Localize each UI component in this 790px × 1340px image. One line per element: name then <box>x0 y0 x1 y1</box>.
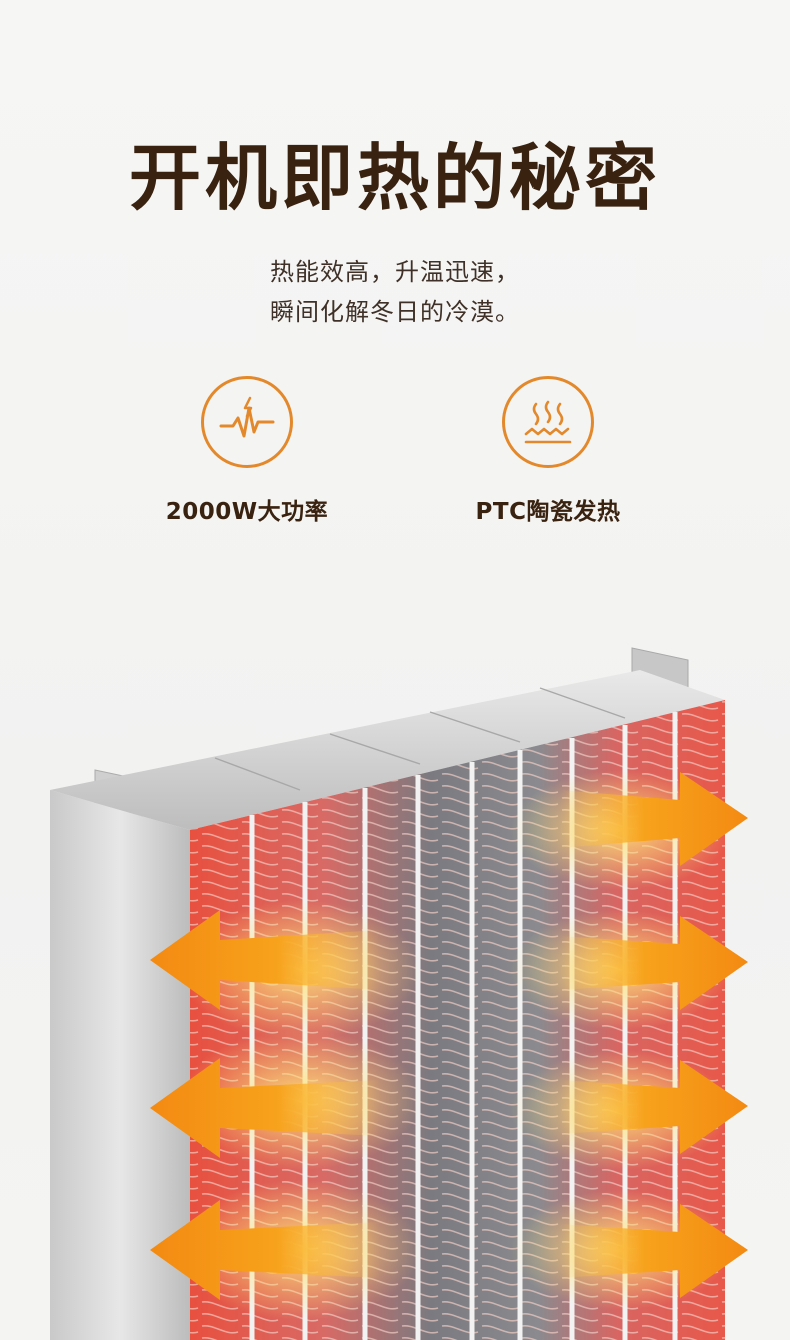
arrow-right-4 <box>560 1204 748 1298</box>
feature-power: 2000W大功率 <box>117 376 377 532</box>
power-pulse-icon-svg <box>219 396 275 438</box>
page-title: 开机即热的秘密 <box>128 136 661 220</box>
arrow-left-3 <box>150 1200 380 1300</box>
heater-svg <box>50 647 748 1340</box>
ptc-heater-illustration <box>0 640 790 1340</box>
arrow-left-2 <box>150 1058 380 1158</box>
side-panel <box>50 790 190 1340</box>
feature-power-label: 2000W大功率 <box>165 499 329 525</box>
arrow-left-1 <box>150 910 380 1010</box>
heat-arrows-left <box>150 910 380 1300</box>
top-segment-lines <box>214 687 626 791</box>
heat-arrows-right <box>560 772 748 1298</box>
arrow-right-1 <box>560 772 748 866</box>
top-strip <box>50 670 725 830</box>
arrow-right-3 <box>560 1060 748 1154</box>
feature-ptc: PTC陶瓷发热 <box>418 376 678 532</box>
subtitle-line-1: 热能效高，升温迅速， <box>270 258 520 286</box>
feature-ptc-label: PTC陶瓷发热 <box>475 499 621 525</box>
subtitle-line-2: 瞬间化解冬日的冷漠。 <box>270 298 520 326</box>
arrow-right-2 <box>560 916 748 1010</box>
heat-waves-icon-svg <box>524 400 572 444</box>
heat-waves-icon <box>502 376 594 468</box>
power-pulse-icon <box>201 376 293 468</box>
